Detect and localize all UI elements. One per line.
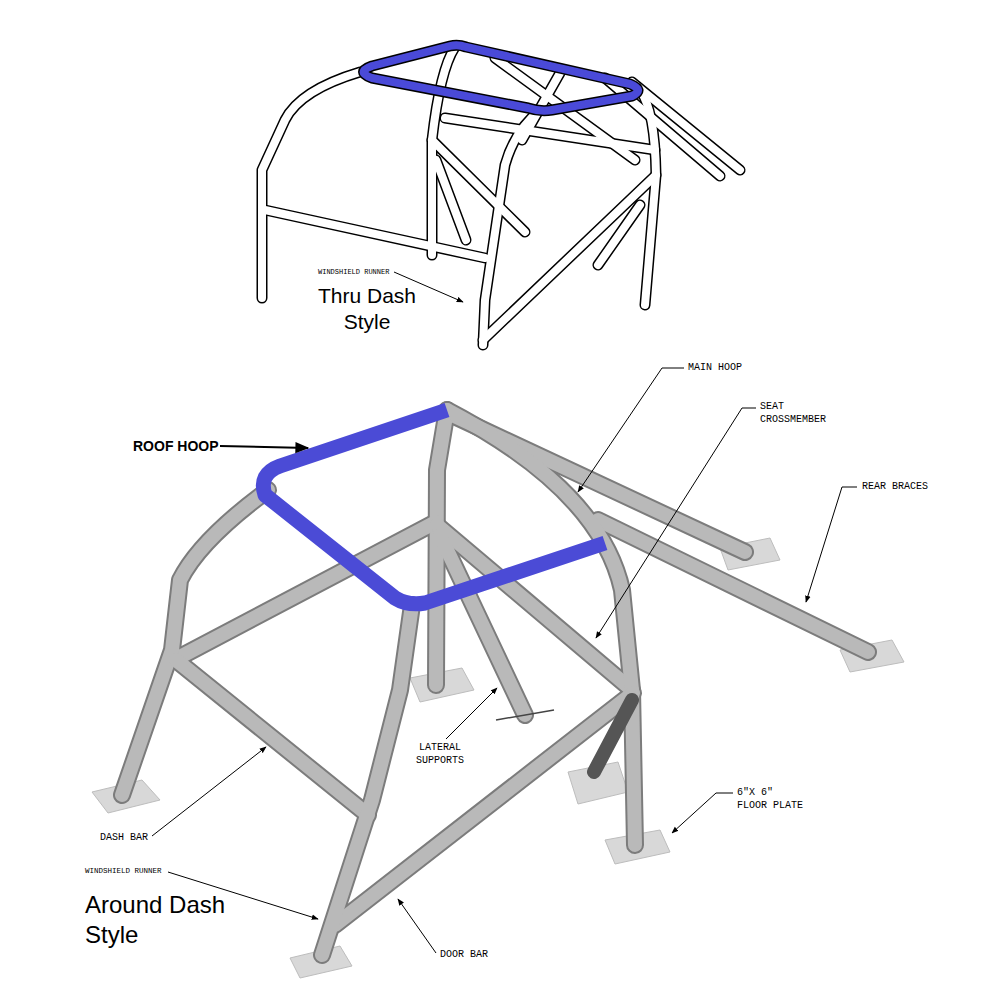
label-holder: ROOF HOOP	[133, 438, 219, 456]
roof-hoop-outline	[364, 45, 639, 110]
label-holder: Around Dash Style	[85, 890, 243, 950]
lateral-support-base	[496, 710, 554, 720]
label-holder: MAIN HOOP	[688, 362, 742, 375]
callout-label: REAR BRACES	[862, 481, 928, 494]
label-holder: REAR BRACES	[862, 481, 928, 494]
tube-fill	[262, 47, 740, 345]
callout-label: SEAT CROSSMEMBER	[760, 401, 835, 426]
leader-line	[398, 899, 436, 953]
roof-hoop	[364, 45, 639, 110]
style-caption: Around Dash Style	[85, 890, 243, 950]
around-dash-cage	[122, 410, 868, 955]
roof-hoop	[263, 410, 605, 604]
callout-label: MAIN HOOP	[688, 362, 742, 375]
tube-outline	[122, 410, 868, 955]
label-holder: Thru Dash Style	[308, 283, 426, 336]
leader-line	[152, 747, 266, 836]
label-holder: WINDSHIELD RUNNER	[85, 867, 162, 876]
leader-line	[446, 688, 497, 739]
leader-line	[806, 487, 857, 602]
label-holder: SEAT CROSSMEMBER	[760, 401, 835, 426]
callout-label: ROOF HOOP	[133, 438, 219, 456]
style-caption: Thru Dash Style	[308, 283, 426, 336]
leader-line	[672, 793, 733, 833]
leader-line	[596, 408, 756, 638]
callout-label: WINDSHIELD RUNNER	[85, 867, 162, 876]
callout-label: LATERAL SUPPORTS	[410, 742, 470, 767]
label-holder: DASH BAR	[100, 832, 148, 845]
tube-fill	[122, 410, 868, 955]
callout-label: WINDSHIELD RUNNER	[318, 268, 389, 277]
tube-outline	[262, 47, 740, 345]
label-holder: DOOR BAR	[440, 949, 488, 962]
diagonal-brace	[594, 700, 632, 772]
leader-lines	[152, 272, 857, 953]
callout-label: 6"X 6" FLOOR PLATE	[737, 787, 807, 812]
callout-label: DASH BAR	[100, 832, 148, 845]
label-holder: WINDSHIELD RUNNER	[318, 268, 389, 277]
thru-dash-cage	[262, 45, 740, 345]
leader-line	[220, 446, 308, 448]
label-holder: 6"X 6" FLOOR PLATE	[737, 787, 807, 812]
callout-label: DOOR BAR	[440, 949, 488, 962]
label-holder: LATERAL SUPPORTS	[410, 742, 470, 767]
leader-line	[578, 368, 684, 492]
